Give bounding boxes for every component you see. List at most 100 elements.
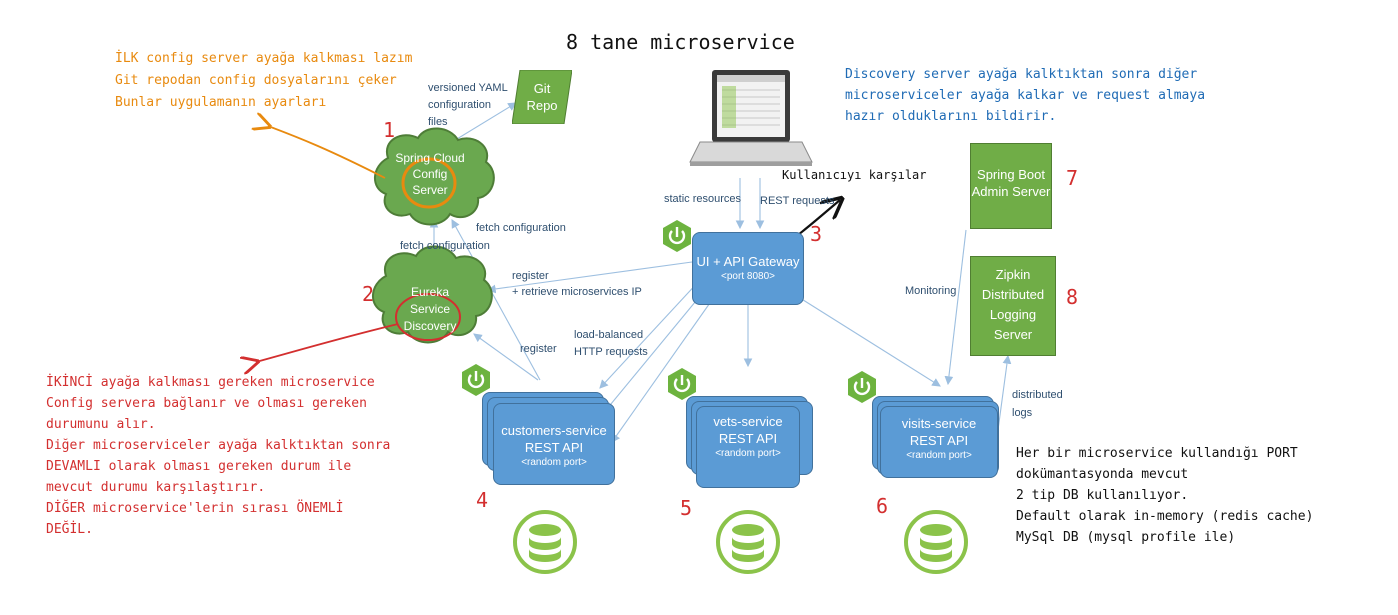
note-line: İLK config server ayağa kalkması lazım bbox=[115, 51, 413, 66]
config-server-label: Spring Cloud Config Server bbox=[392, 150, 468, 198]
admin-server-node: Spring Boot Admin Server bbox=[970, 143, 1052, 229]
label-line: Logging bbox=[989, 307, 1037, 322]
note-line: Her bir microservice kullandığı PORT bbox=[1016, 446, 1298, 461]
note-line: Diğer microserviceler ayağa kalktıktan s… bbox=[46, 438, 391, 453]
note-line: DİĞER microservice'lerin sırası ÖNEMLİ bbox=[46, 501, 344, 516]
step-number: 8 bbox=[1066, 285, 1079, 309]
database-icon bbox=[513, 510, 577, 574]
label-line: logs bbox=[1012, 407, 1033, 419]
repo-label: Repo bbox=[526, 98, 558, 113]
label-line: <random port> bbox=[521, 457, 587, 468]
note-line: MySql DB (mysql profile ile) bbox=[1016, 530, 1236, 545]
git-label: Git bbox=[533, 81, 551, 96]
git-repo-shape bbox=[512, 70, 572, 124]
database-icon bbox=[904, 510, 968, 574]
step-number: 6 bbox=[876, 494, 889, 518]
load-balanced-label: load-balanced HTTP requests bbox=[574, 327, 648, 361]
eureka-highlight-circle bbox=[395, 293, 461, 341]
step-number: 2 bbox=[362, 282, 375, 306]
note-line: hazır olduklarını bildirir. bbox=[845, 109, 1057, 124]
edge-admin-visits bbox=[944, 229, 967, 386]
monitoring-label: Monitoring bbox=[905, 285, 957, 297]
edge-config-git bbox=[451, 102, 517, 143]
connectors bbox=[429, 102, 1012, 443]
edge-gateway-customers-3 bbox=[611, 299, 713, 443]
step-number: 5 bbox=[680, 496, 693, 520]
port-note: Her bir microservice kullandığı PORT dok… bbox=[1016, 443, 1313, 548]
note-line: Git repodan config dosyalarını çeker bbox=[115, 73, 397, 88]
label-line: Server bbox=[412, 183, 448, 197]
eureka-note: İKİNCİ ayağa kalkması gereken microservi… bbox=[46, 372, 390, 540]
edge-gateway-customers-2 bbox=[605, 289, 706, 411]
api-gateway-node: UI + API Gateway <port 8080> bbox=[692, 232, 804, 305]
fetch-config-left-label: fetch configuration bbox=[400, 240, 490, 252]
zipkin-server-node: Zipkin Distributed Logging Server bbox=[970, 256, 1056, 356]
label-line: Config bbox=[412, 167, 448, 181]
label-line: distributed bbox=[1012, 389, 1063, 401]
config-note-arrow bbox=[268, 126, 386, 179]
customers-service-node: customers-service REST API <random port> bbox=[493, 403, 615, 485]
eureka-note-arrow bbox=[256, 323, 399, 362]
note-line: microserviceler ayağa kalkar ve request … bbox=[845, 88, 1206, 103]
register-left-label: register bbox=[520, 343, 557, 355]
edge-customers-config bbox=[451, 219, 541, 381]
edge-gateway-visits bbox=[799, 297, 941, 387]
config-highlight-circle bbox=[401, 157, 457, 209]
spring-power-icon bbox=[462, 364, 490, 396]
fetch-config-right-label: fetch configuration bbox=[476, 222, 566, 234]
edge-gateway-eureka bbox=[486, 261, 693, 294]
spring-power-icon bbox=[668, 368, 696, 400]
label-line: Eureka bbox=[410, 285, 450, 299]
edge-gateway-customers-1 bbox=[599, 279, 701, 389]
edge-customers-eureka bbox=[473, 333, 539, 381]
label-line: Server bbox=[993, 327, 1033, 342]
diagram-title: 8 tane microservice bbox=[566, 30, 795, 54]
label-line: REST API bbox=[524, 440, 584, 455]
label-line: <random port> bbox=[906, 450, 972, 461]
laptop-icon bbox=[689, 70, 813, 166]
visits-service-node: visits-service REST API <random port> bbox=[880, 406, 998, 478]
gateway-note: Kullanıcıyı karşılar bbox=[782, 168, 927, 182]
step-number: 7 bbox=[1066, 166, 1079, 190]
eureka-label: Eureka Service Discovery bbox=[392, 284, 468, 335]
label-line: Distributed bbox=[981, 287, 1045, 302]
label-line: load-balanced bbox=[574, 329, 644, 341]
note-line: durumunu alır. bbox=[46, 417, 156, 432]
label-line: Service bbox=[409, 302, 450, 316]
static-resources-label: static resources bbox=[664, 193, 742, 205]
label-line: + retrieve microservices IP bbox=[512, 286, 642, 298]
label-line: <random port> bbox=[715, 448, 781, 459]
label-line: REST API bbox=[718, 431, 778, 446]
yaml-label: versioned YAML configuration files bbox=[428, 80, 508, 131]
label-line: versioned YAML bbox=[428, 82, 508, 94]
step-number: 1 bbox=[383, 118, 396, 142]
label-line: Spring Cloud bbox=[395, 151, 465, 165]
spring-power-icon bbox=[848, 371, 876, 403]
label-line: Zipkin bbox=[995, 267, 1031, 282]
spring-power-icon bbox=[663, 220, 691, 252]
note-line: dokümantasyonda mevcut bbox=[1016, 467, 1189, 482]
note-line: 2 tip DB kullanılıyor. bbox=[1016, 488, 1189, 503]
label-line: HTTP requests bbox=[574, 346, 648, 358]
note-line: DEVAMLI olarak olması gereken durum ile bbox=[46, 459, 352, 474]
git-repo-node: Git Repo bbox=[512, 70, 572, 124]
register-retrieve-label: register + retrieve microservices IP bbox=[512, 268, 642, 300]
step-number: 3 bbox=[810, 222, 823, 246]
label-line: customers-service bbox=[501, 423, 607, 438]
label-line: UI + API Gateway bbox=[696, 254, 800, 269]
note-line: Bunlar uygulamanın ayarları bbox=[115, 95, 327, 110]
note-line: İKİNCİ ayağa kalkması gereken microservi… bbox=[46, 375, 375, 390]
discovery-note: Discovery server ayağa kalktıktan sonra … bbox=[845, 64, 1205, 127]
distributed-logs-label: distributed logs bbox=[1012, 386, 1063, 422]
label-line: Discovery bbox=[403, 319, 457, 333]
edge-visits-zipkin bbox=[997, 354, 1012, 431]
note-line: Config servera bağlanır ve olması gereke… bbox=[46, 396, 367, 411]
config-server-cloud bbox=[374, 127, 495, 226]
note-line: DEĞİL. bbox=[46, 522, 93, 537]
note-line: Discovery server ayağa kalktıktan sonra … bbox=[845, 67, 1198, 82]
note-line: mevcut durumu karşılaştırır. bbox=[46, 480, 266, 495]
note-line: Default olarak in-memory (redis cache) bbox=[1016, 509, 1314, 524]
label-line: REST API bbox=[909, 433, 969, 448]
